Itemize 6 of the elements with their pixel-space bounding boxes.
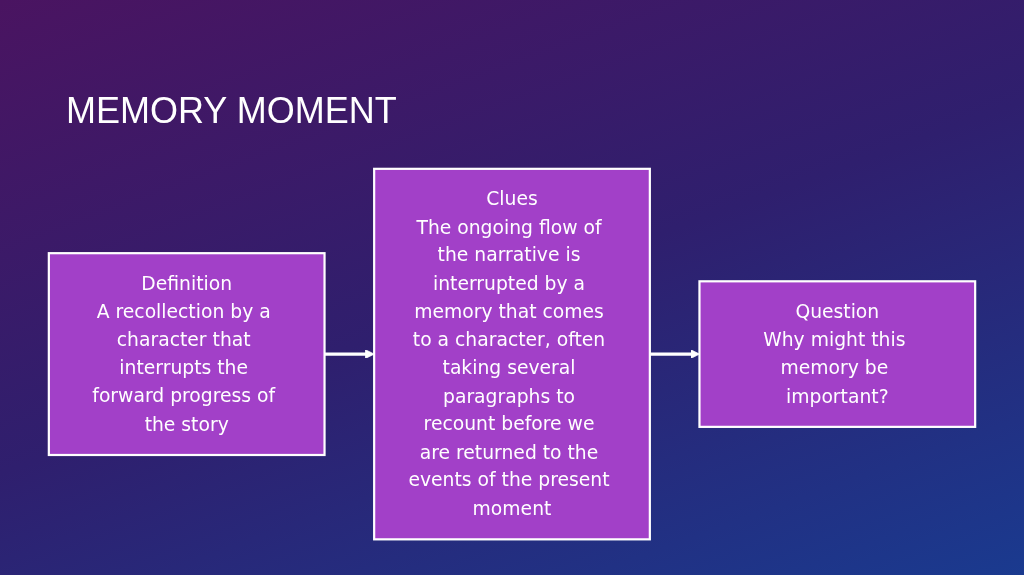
node-box: Definition A recollection by a character that interrupts the forward progress of the story bbox=[47, 252, 326, 457]
arrow bbox=[649, 349, 700, 359]
arrow bbox=[324, 349, 375, 359]
slide-title: MEMORY MOMENT bbox=[66, 90, 397, 132]
node-box: Question Why might this memory be important? bbox=[698, 280, 977, 428]
node-box: Clues The ongoing flow of the narrative is interrupted by a memory that comes to a character, often taking several paragraphs to recount before we are returned to the events of the present moment bbox=[373, 167, 651, 541]
